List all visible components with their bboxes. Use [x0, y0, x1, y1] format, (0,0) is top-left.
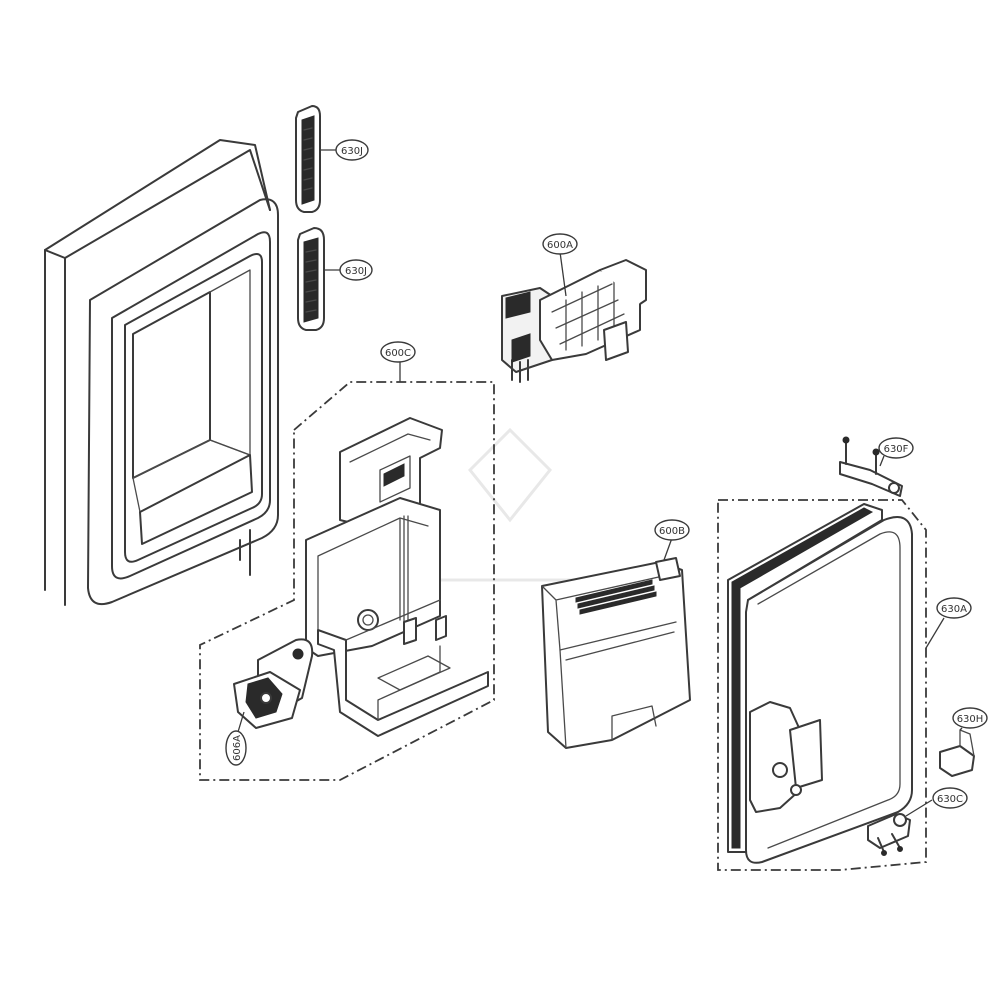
- callout-630F: 630F: [878, 437, 914, 459]
- dispenser-lever-606A: [233, 638, 314, 729]
- callout-600C: 600C: [380, 341, 416, 363]
- callout-630A: 630A: [936, 597, 972, 619]
- callout-label-600C: 600C: [385, 348, 411, 359]
- handle-cover-630J-bottom: [297, 227, 325, 331]
- inner-door-panel-630A: [727, 503, 913, 864]
- callout-600A: 600A: [542, 233, 578, 255]
- ice-maker-assembly-600A: [501, 259, 647, 383]
- leader-600B: [663, 537, 673, 561]
- callout-630H: 630H: [952, 707, 988, 729]
- callout-label-600A: 600A: [547, 240, 573, 251]
- callout-label-630J-top: 630J: [341, 146, 363, 157]
- leader-630H: [959, 727, 963, 731]
- callout-label-630J-bottom: 630J: [345, 266, 367, 277]
- callout-label-630A: 630A: [941, 604, 967, 615]
- callout-label-630C: 630C: [937, 794, 963, 805]
- lower-hinge-630C: [867, 813, 911, 856]
- callout-600B: 600B: [654, 519, 690, 541]
- dispenser-housing-600C: [305, 417, 489, 737]
- hinge-cover-630H: [939, 729, 975, 777]
- callout-label-606A: 606A: [232, 735, 243, 761]
- callout-630C: 630C: [932, 787, 968, 809]
- group-boundary-630A: [717, 499, 927, 871]
- leader-606A: [237, 711, 245, 733]
- leader-600A: [559, 251, 567, 297]
- callout-label-600B: 600B: [659, 526, 685, 537]
- callout-630J-top: 630J: [335, 139, 369, 161]
- callout-label-630H: 630H: [957, 714, 984, 725]
- hinge-bracket-630F: [839, 436, 903, 497]
- outer-door-panel: [44, 139, 279, 606]
- leader-630C: [905, 799, 933, 817]
- leader-630F: [879, 455, 885, 467]
- handle-cover-630J-top: [295, 105, 321, 213]
- dispenser-cover-600B: [541, 557, 691, 749]
- group-boundary-600C: [199, 381, 495, 781]
- callout-606A: 606A: [225, 730, 247, 766]
- leader-630A: [925, 617, 945, 649]
- callout-label-630F: 630F: [884, 444, 909, 455]
- callout-630J-bottom: 630J: [339, 259, 373, 281]
